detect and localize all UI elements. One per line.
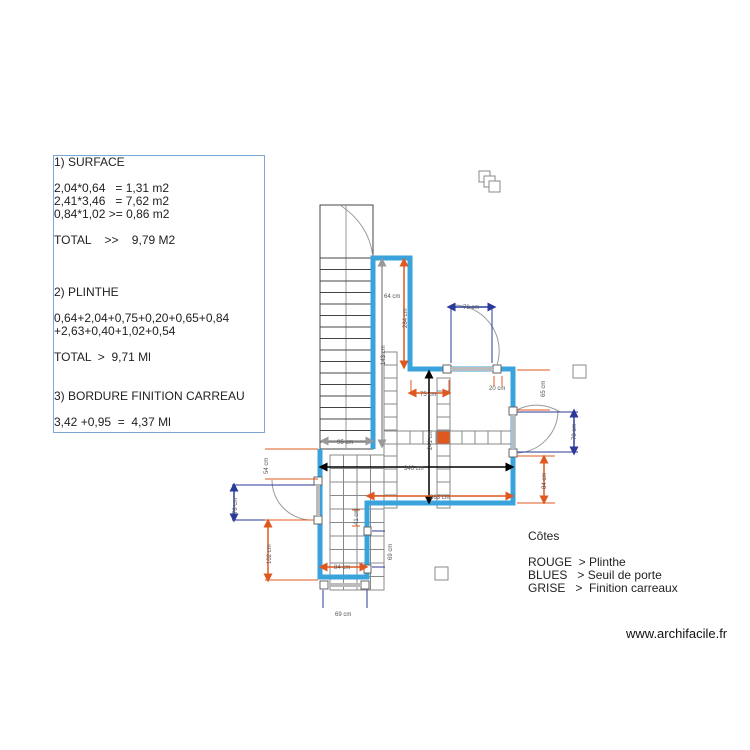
- tile: [329, 508, 344, 523]
- tile: [343, 495, 358, 510]
- tile: [370, 549, 385, 564]
- tile: [370, 508, 385, 523]
- plinthe-line: 0,64+2,04+0,75+0,20+0,65+0,84: [54, 311, 230, 325]
- dim-lines-orange: [265, 369, 555, 581]
- surface-line: 0,84*1,02 >= 0,86 m2: [54, 207, 170, 221]
- tile: [474, 430, 489, 445]
- tile: [383, 364, 398, 379]
- dim-label: 69 cm: [335, 612, 351, 618]
- dim-label: 20 cm: [489, 386, 505, 392]
- dim-label: 84 cm: [334, 565, 350, 571]
- tile: [343, 535, 358, 550]
- notes-box: 1) SURFACE 2,04*0,64 = 1,31 m2 2,41*3,46…: [53, 155, 265, 433]
- tile: [356, 468, 371, 483]
- dim-label: 75 cm: [420, 392, 436, 398]
- dim-lines-blue: [232, 307, 578, 608]
- dim-label: 78 cm: [233, 498, 239, 514]
- tile: [343, 549, 358, 564]
- tile: [383, 416, 398, 431]
- surface-line: 2,04*0,64 = 1,31 m2: [54, 181, 170, 195]
- bordure-line: 3,42 +0,95 = 4,37 Ml: [54, 415, 171, 429]
- dim-label: 54 cm: [264, 458, 270, 474]
- tile: [383, 430, 398, 445]
- dim-label: 41 cm: [354, 509, 360, 525]
- tile: [487, 430, 502, 445]
- dim-label: 143 cm: [381, 345, 387, 365]
- tile: [436, 442, 451, 457]
- tile: [396, 430, 411, 445]
- tile: [370, 522, 385, 537]
- tile: [383, 442, 398, 457]
- site-watermark: www.archifacile.fr: [626, 626, 728, 641]
- dim-label: 346 cm: [404, 466, 424, 472]
- tile: [436, 416, 451, 431]
- tile: [329, 495, 344, 510]
- dim-label: 78 cm: [463, 305, 479, 311]
- legend-item: BLUES > Seuil de porte: [528, 568, 662, 582]
- tile: [329, 522, 344, 537]
- tile: [343, 468, 358, 483]
- tile: [436, 403, 451, 418]
- tile: [370, 562, 385, 577]
- surface-title: 1) SURFACE: [54, 155, 125, 169]
- tile: [329, 535, 344, 550]
- tile: [383, 481, 398, 496]
- tile: [383, 390, 398, 405]
- tile: [461, 430, 476, 445]
- accent-tile: [436, 430, 451, 445]
- tile: [448, 430, 463, 445]
- tile: [370, 468, 385, 483]
- tile: [383, 377, 398, 392]
- tile: [329, 549, 344, 564]
- tile: [370, 481, 385, 496]
- dim-label: 78 cm: [572, 424, 578, 440]
- tile: [436, 481, 451, 496]
- dim-label: 65 cm: [541, 381, 547, 397]
- dim-label: 284 cm: [403, 308, 409, 328]
- dim-label: 102 cm: [267, 544, 273, 564]
- surface-line: 2,41*3,46 = 7,62 m2: [54, 194, 170, 208]
- tile: [343, 481, 358, 496]
- dim-label: 84 cm: [542, 473, 548, 489]
- legend: Côtes ROUGE > Plinthe BLUES > Seuil de p…: [528, 530, 678, 595]
- dim-label: 263 cm: [430, 495, 450, 501]
- tile: [356, 481, 371, 496]
- tile: [329, 481, 344, 496]
- tile: [436, 377, 451, 392]
- tile: [383, 468, 398, 483]
- plinthe-total: TOTAL > 9,71 Ml: [54, 350, 151, 364]
- tile: [329, 468, 344, 483]
- dim-label: 64 cm: [384, 294, 400, 300]
- door-openings: [271, 304, 561, 590]
- legend-title: Côtes: [528, 529, 560, 543]
- legend-item: ROUGE > Plinthe: [528, 555, 626, 569]
- legend-item: GRISE > Finition carreaux: [528, 581, 678, 595]
- bordure-title: 3) BORDURE FINITION CARREAU: [54, 389, 245, 403]
- dim-label: 69 cm: [388, 544, 394, 560]
- plinthe-line: +2,63+0,40+1,02+0,54: [54, 324, 176, 338]
- dim-label: 241 cm: [428, 430, 434, 450]
- tile: [370, 535, 385, 550]
- dim-label: 95 cm: [337, 440, 353, 446]
- surface-total: TOTAL >> 9,79 M2: [54, 233, 176, 247]
- tile: [370, 576, 385, 591]
- tile: [436, 468, 451, 483]
- decorative-squares: [434, 170, 587, 581]
- plinthe-title: 2) PLINTHE: [54, 285, 119, 299]
- staircase: [319, 204, 374, 450]
- tile: [409, 430, 424, 445]
- tile: [383, 403, 398, 418]
